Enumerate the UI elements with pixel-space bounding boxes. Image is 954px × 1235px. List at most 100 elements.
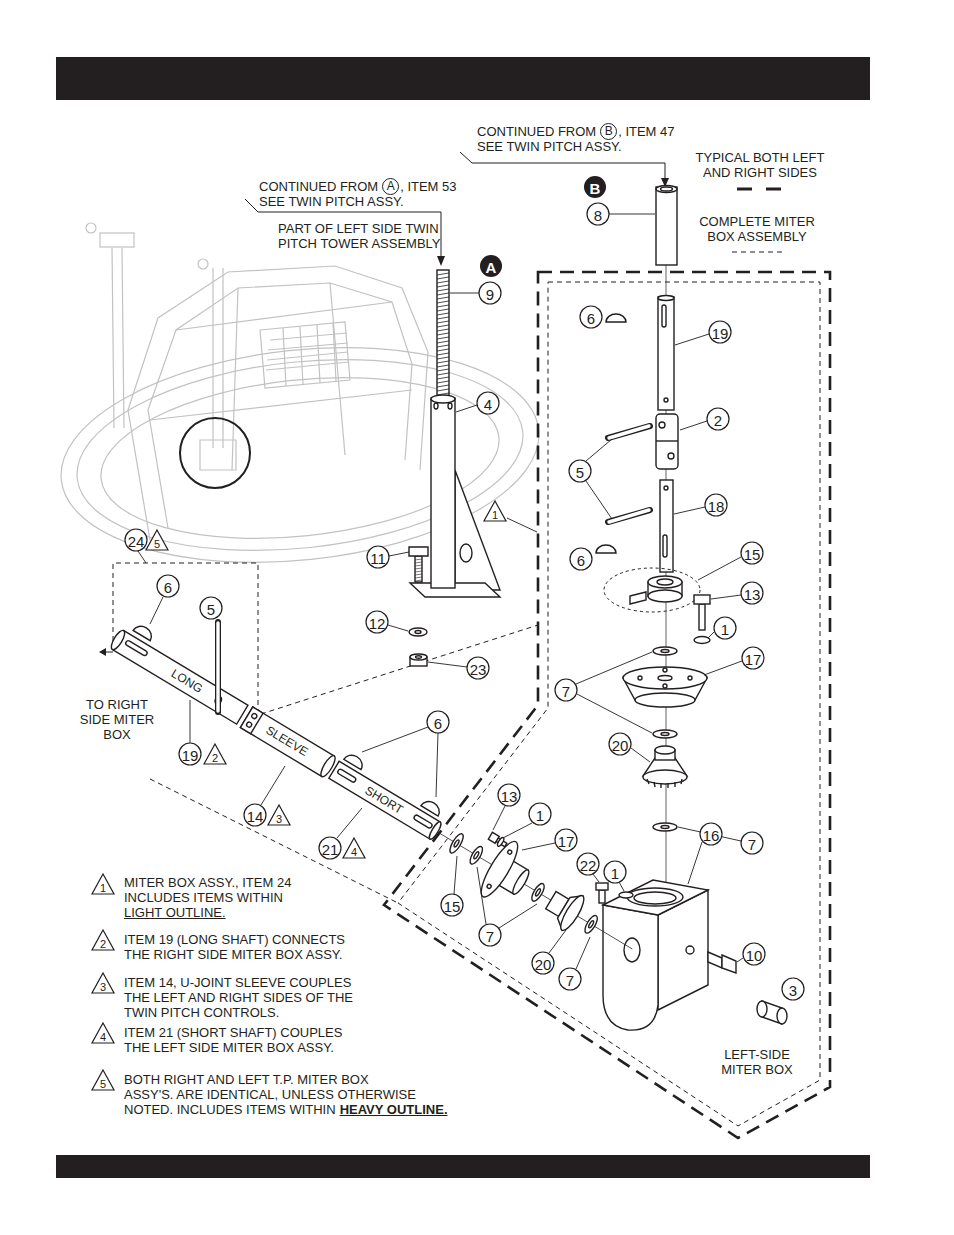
note-number: 2 <box>100 938 106 950</box>
note-number: 1 <box>492 509 498 521</box>
thread-line <box>415 565 422 566</box>
detail-circle <box>180 418 250 488</box>
callout-circle <box>479 924 501 946</box>
note-number: 3 <box>276 813 282 825</box>
pin <box>216 623 219 711</box>
thread-line <box>437 377 449 379</box>
callout-number: 7 <box>748 835 756 852</box>
callout-number: 13 <box>501 787 518 804</box>
callout-circle <box>577 853 599 875</box>
outlines <box>106 189 830 1138</box>
reference-letter: A <box>486 258 497 275</box>
callout-number: 24 <box>128 532 145 549</box>
note-number: 5 <box>100 1078 106 1090</box>
callout-circle <box>366 611 388 633</box>
callout-circle <box>427 711 449 733</box>
note-text: , ITEM 47 <box>618 124 674 139</box>
continuation-text: SEE TWIN PITCH ASSY. <box>259 194 404 209</box>
callout-number: 17 <box>558 832 575 849</box>
callout-number: 9 <box>486 285 494 302</box>
thread-line <box>437 373 449 375</box>
legend-text: TYPICAL BOTH LEFT AND RIGHT SIDES <box>684 150 836 180</box>
callout-circle <box>467 657 489 679</box>
note-text: THE RIGHT SIDE MITER BOX ASSY. <box>124 947 342 962</box>
callout-number: 10 <box>746 946 763 963</box>
note-text: INCLUDES ITEMS WITHIN <box>124 890 283 905</box>
thread-line <box>437 309 449 311</box>
text-row: CONTINUED FROMB, ITEM 47 <box>477 123 675 140</box>
callout-number: 21 <box>322 840 339 857</box>
note-triangle <box>92 874 114 894</box>
callout-number: 6 <box>587 309 595 326</box>
callout-circle <box>498 784 520 806</box>
circled-letter: A <box>382 178 399 195</box>
callout-circle <box>569 460 591 482</box>
note-text: HEAVY OUTLINE. <box>340 1102 448 1117</box>
callout-circle <box>179 743 201 765</box>
thread-line <box>437 361 449 363</box>
note-number: 2 <box>212 752 218 764</box>
thread-line <box>437 337 449 339</box>
thread-line <box>437 317 449 319</box>
callout-circle <box>741 832 763 854</box>
note-number: 3 <box>100 981 106 993</box>
callout-circle <box>367 546 389 568</box>
text-row: NOTED. INCLUDES ITEMS WITHIN HEAVY OUTLIN… <box>124 1102 448 1117</box>
arrowhead <box>437 178 669 266</box>
cross-shafts <box>98 611 649 977</box>
callout-number: 8 <box>594 206 602 223</box>
thread-line <box>415 568 422 569</box>
thread-line <box>437 369 449 371</box>
thread-line <box>437 321 449 323</box>
callout-number: 14 <box>247 807 264 824</box>
thread-line <box>437 389 449 391</box>
circled-letter: B <box>600 123 617 140</box>
callout-circle <box>700 823 722 845</box>
thread-line <box>437 353 449 355</box>
header-bar <box>56 57 870 100</box>
note-text: , ITEM 53 <box>400 179 456 194</box>
callout-number: 19 <box>182 746 199 763</box>
note-triangle <box>204 744 226 764</box>
callout-number: 13 <box>744 585 761 602</box>
callout-circle <box>609 733 631 755</box>
thread-line <box>437 281 449 283</box>
note-triangle <box>92 973 114 993</box>
note-number: 4 <box>351 846 357 858</box>
shaft-label: SHORT <box>362 783 405 817</box>
callout-number: 5 <box>207 600 215 617</box>
callout-number: 3 <box>789 981 797 998</box>
callout-circle <box>604 861 626 883</box>
text-row: CONTINUED FROM A, ITEM 53 <box>259 178 457 195</box>
note-triangle <box>146 530 168 550</box>
legend-text: COMPLETE MITER BOX ASSEMBLY <box>687 214 827 244</box>
callout-circle <box>709 321 731 343</box>
note-text: CONTINUED FROM <box>259 179 378 194</box>
tower-parts <box>409 270 500 666</box>
miter-housing <box>596 880 787 1030</box>
callout-number: 4 <box>484 395 492 412</box>
callout-circle <box>714 617 736 639</box>
note-triangle <box>268 805 290 825</box>
callout-circle <box>570 548 592 570</box>
thread-line <box>415 580 422 581</box>
thread-line <box>437 293 449 295</box>
callout-number: 2 <box>714 411 722 428</box>
callout-circle <box>782 978 804 1000</box>
callout-number: 18 <box>708 497 725 514</box>
continuation-lines <box>245 152 666 905</box>
note-triangle <box>92 1070 114 1090</box>
thread-line <box>437 289 449 291</box>
thread-line <box>437 329 449 331</box>
thread-line <box>437 381 449 383</box>
thread-line <box>437 341 449 343</box>
note-text: NOTED. INCLUDES ITEMS WITHIN <box>124 1102 336 1117</box>
thread-line <box>415 559 422 560</box>
callout-circle <box>441 894 463 916</box>
note-text: MITER BOX ASSY., ITEM 24 <box>124 875 291 890</box>
reference-letter: B <box>590 179 601 196</box>
note-text: LIGHT OUTLINE. <box>124 905 226 920</box>
note-text: ITEM 14, U-JOINT SLEEVE COUPLES <box>124 975 351 990</box>
thread-line <box>437 277 449 279</box>
